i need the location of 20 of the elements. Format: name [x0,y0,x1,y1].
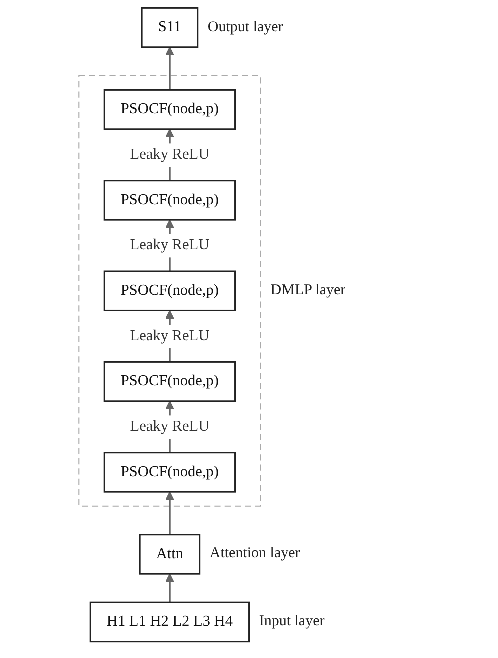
layer-label: Attention layer [210,546,300,563]
edge-label: Leaky ReLU [130,237,210,254]
arrow [166,492,174,535]
node-box: PSOCF(node,p) [104,452,236,493]
arrow [166,574,174,603]
edge-label: Leaky ReLU [130,328,210,344]
edge-label: Leaky ReLU [130,146,210,164]
node-box: PSOCF(node,p) [104,89,236,130]
node-box: PSOCF(node,p) [104,180,236,221]
layer-label: DMLP layer [270,282,346,300]
node-box: PSOCF(node,p) [104,361,236,402]
node-box: S11 [141,7,199,48]
layer-label: Input layer [259,614,325,631]
cluster [78,75,262,507]
edge-label: Leaky ReLU [130,418,210,436]
layer-label: Output layer [208,19,284,36]
arrow [166,46,174,90]
node-box: H1 L1 H2 L2 L3 H4 [90,602,250,643]
node-box: PSOCF(node,p) [104,270,236,312]
node-box: Attn [139,534,201,575]
